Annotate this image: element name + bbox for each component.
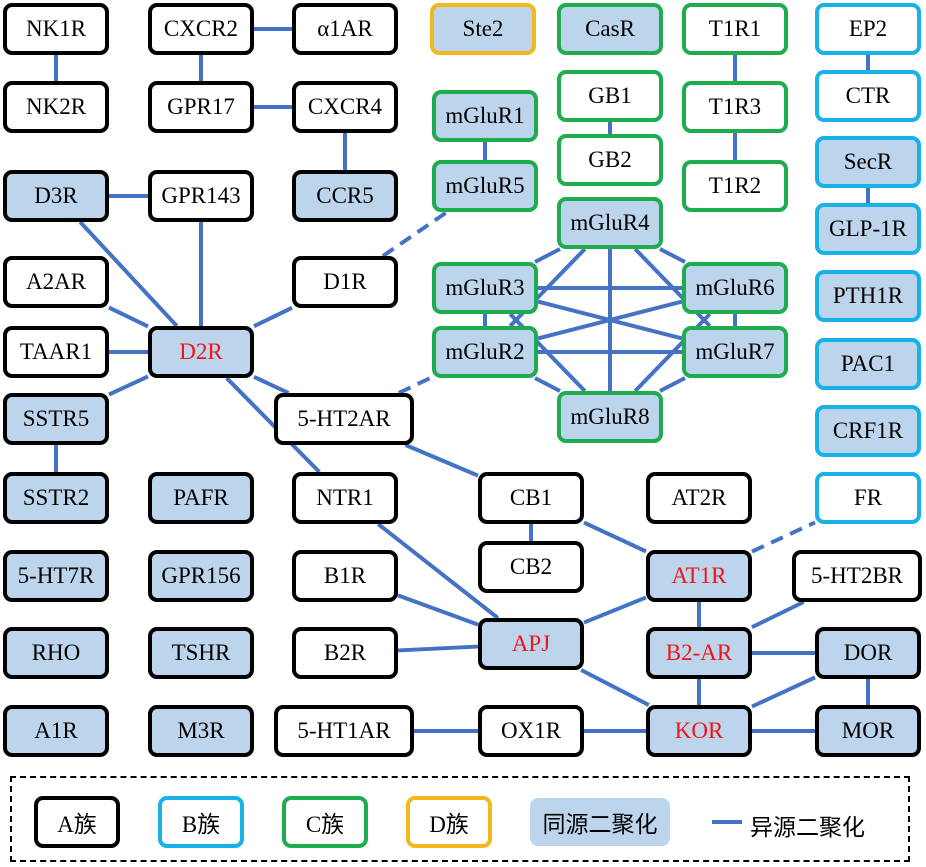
node-glp1r: GLP-1R	[815, 203, 921, 255]
legend-family-a: A族	[34, 796, 120, 848]
node-mglur8: mGluR8	[557, 391, 663, 443]
node-mor: MOR	[815, 705, 921, 757]
node-d2r: D2R	[148, 326, 254, 378]
node-pth1r: PTH1R	[815, 270, 921, 322]
node-ntr1: NTR1	[292, 472, 398, 524]
edge-b2ar-5ht2br	[751, 600, 805, 629]
node-sstr2: SSTR2	[3, 472, 109, 524]
node-nk1r: NK1R	[3, 3, 109, 55]
node-at1r: AT1R	[646, 550, 752, 602]
node-pafr: PAFR	[148, 472, 254, 524]
node-d3r: D3R	[3, 170, 109, 222]
node-b1r: B1R	[292, 550, 398, 602]
node-mglur3: mGluR3	[432, 262, 538, 314]
node-mglur7: mGluR7	[682, 326, 788, 378]
legend-homodimer: 同源二聚化	[530, 798, 670, 846]
node-cxcr4: CXCR4	[292, 81, 398, 133]
edge-apj-at1r	[583, 595, 647, 625]
node-casr: CasR	[557, 3, 663, 55]
node-mglur2: mGluR2	[432, 326, 538, 378]
edge-d3r-d2r	[78, 220, 179, 328]
edge-b2r-apj	[397, 644, 479, 653]
legend: A族 B族 C族 D族 同源二聚化 异源二聚化	[10, 776, 910, 862]
node-fr: FR	[815, 472, 921, 524]
edge-apj-kor	[580, 668, 650, 707]
node-ep2: EP2	[815, 3, 921, 55]
node-kor: KOR	[646, 705, 752, 757]
legend-family-c: C族	[282, 796, 368, 848]
node-apj: APJ	[478, 618, 584, 670]
edge-at1r-fr	[751, 520, 816, 554]
node-ccr5: CCR5	[292, 170, 398, 222]
node-cb1: CB1	[478, 472, 584, 524]
edge-kor-dor	[751, 675, 816, 709]
edge-b1r-apj	[397, 593, 479, 627]
node-gpr156: GPR156	[148, 550, 254, 602]
node-sstr5: SSTR5	[3, 393, 109, 445]
node-gb1: GB1	[557, 70, 663, 122]
node-cb2: CB2	[478, 541, 584, 593]
node-gpr17: GPR17	[148, 81, 254, 133]
edge-mglur4-mglur6	[659, 247, 686, 264]
edge-mglur4-mglur3	[534, 247, 561, 264]
node-pac1: PAC1	[815, 338, 921, 390]
node-mglur4: mGluR4	[557, 197, 663, 249]
node-b2r: B2R	[292, 627, 398, 679]
node-dor: DOR	[815, 627, 921, 679]
edge-mglur2-mglur8	[534, 376, 561, 393]
legend-family-d: D族	[406, 796, 492, 848]
node-5ht2ar: 5-HT2AR	[274, 393, 414, 445]
node-t1r3: T1R3	[682, 81, 788, 133]
node-at2r: AT2R	[646, 472, 752, 524]
edge-cb1-at1r	[583, 520, 647, 554]
edge-d2r-d1r	[253, 305, 293, 329]
node-nk2r: NK2R	[3, 81, 109, 133]
edge-d1r-mglur5	[381, 210, 449, 258]
edge-sstr5-d2r	[108, 374, 149, 397]
node-5ht7r: 5-HT7R	[3, 550, 109, 602]
legend-family-b: B族	[158, 796, 244, 848]
node-a2ar: A2AR	[3, 256, 109, 308]
node-ox1r: OX1R	[478, 705, 584, 757]
node-ctr: CTR	[815, 70, 921, 122]
node-d1r: D1R	[292, 256, 398, 308]
node-5ht2br: 5-HT2BR	[792, 550, 922, 602]
node-rho: RHO	[3, 627, 109, 679]
node-t1r1: T1R1	[682, 3, 788, 55]
node-mglur5: mGluR5	[432, 160, 538, 212]
node-5ht1ar: 5-HT1AR	[274, 705, 414, 757]
edge-ntr1-apj	[376, 522, 500, 620]
node-gpr143: GPR143	[148, 170, 254, 222]
edge-mglur6-mglur2	[537, 299, 683, 341]
legend-heterodimer: 异源二聚化	[750, 815, 865, 840]
node-b2ar: B2-AR	[646, 627, 752, 679]
node-tshr: TSHR	[148, 627, 254, 679]
node-a1r: A1R	[3, 705, 109, 757]
node-taar1: TAAR1	[3, 326, 109, 378]
node-t1r2: T1R2	[682, 160, 788, 212]
node-a1ar: α1AR	[292, 3, 398, 55]
edge-d2r-ntr1	[225, 376, 321, 474]
edge-mglur7-mglur8	[659, 376, 686, 393]
node-cxcr2: CXCR2	[148, 3, 254, 55]
edge-5ht2ar-cb1	[404, 443, 479, 478]
node-gb2: GB2	[557, 134, 663, 186]
node-secr: SecR	[815, 136, 921, 188]
edge-5ht2ar-mglur2	[397, 375, 433, 395]
node-ste2: Ste2	[430, 3, 536, 55]
node-mglur6: mGluR6	[682, 262, 788, 314]
edge-a2ar-d2r	[108, 305, 149, 329]
legend-heterodimer-line	[712, 820, 742, 824]
node-m3r: M3R	[148, 705, 254, 757]
node-mglur1: mGluR1	[432, 90, 538, 142]
edge-d2r-5ht2ar	[253, 375, 290, 395]
node-crf1r: CRF1R	[815, 405, 921, 457]
